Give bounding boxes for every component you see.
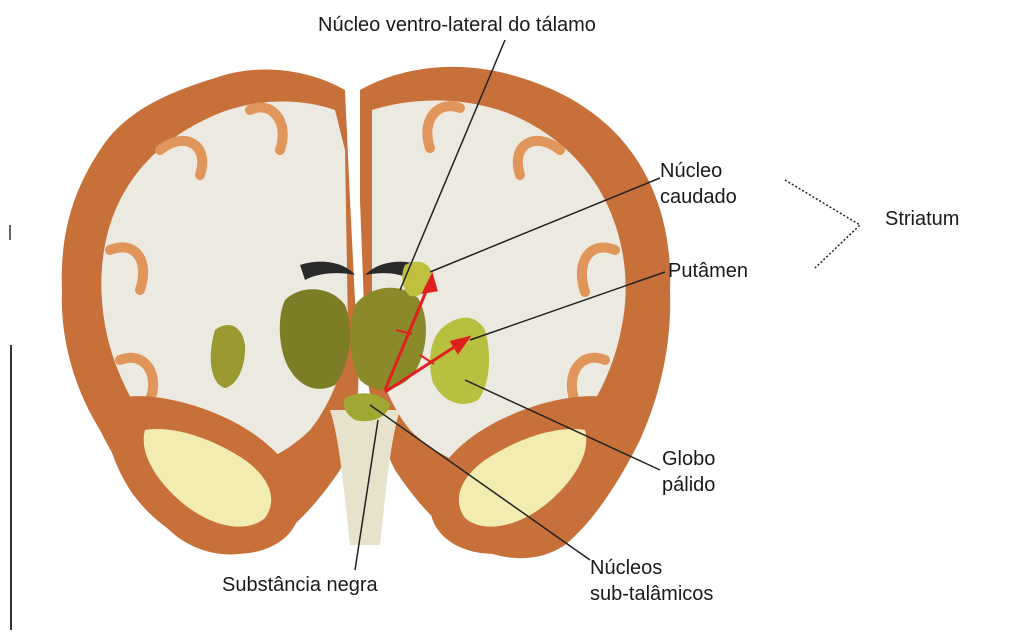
substantia-nigra-label: Substância negra bbox=[222, 572, 378, 598]
caudate-label-line2: caudado bbox=[660, 184, 737, 210]
brainstem bbox=[330, 410, 400, 545]
brain-section bbox=[62, 67, 670, 558]
caudate-label-line1: Núcleo bbox=[660, 158, 737, 184]
subthalamic-label-line2: sub-talâmicos bbox=[590, 581, 713, 607]
thalamus-nucleus-label: Núcleo ventro-lateral do tálamo bbox=[318, 12, 596, 38]
subthalamic-label-line1: Núcleos bbox=[590, 555, 713, 581]
striatum-bracket bbox=[785, 180, 860, 268]
globus-label-line1: Globo bbox=[662, 446, 715, 472]
subthalamic-nuclei-label: Núcleos sub-talâmicos bbox=[590, 555, 713, 607]
striatum-label: Striatum bbox=[885, 206, 959, 232]
globus-label-line2: pálido bbox=[662, 472, 715, 498]
caudate-nucleus-label: Núcleo caudado bbox=[660, 158, 737, 210]
putamen-label: Putâmen bbox=[668, 258, 748, 284]
globus-pallidus-label: Globo pálido bbox=[662, 446, 715, 498]
